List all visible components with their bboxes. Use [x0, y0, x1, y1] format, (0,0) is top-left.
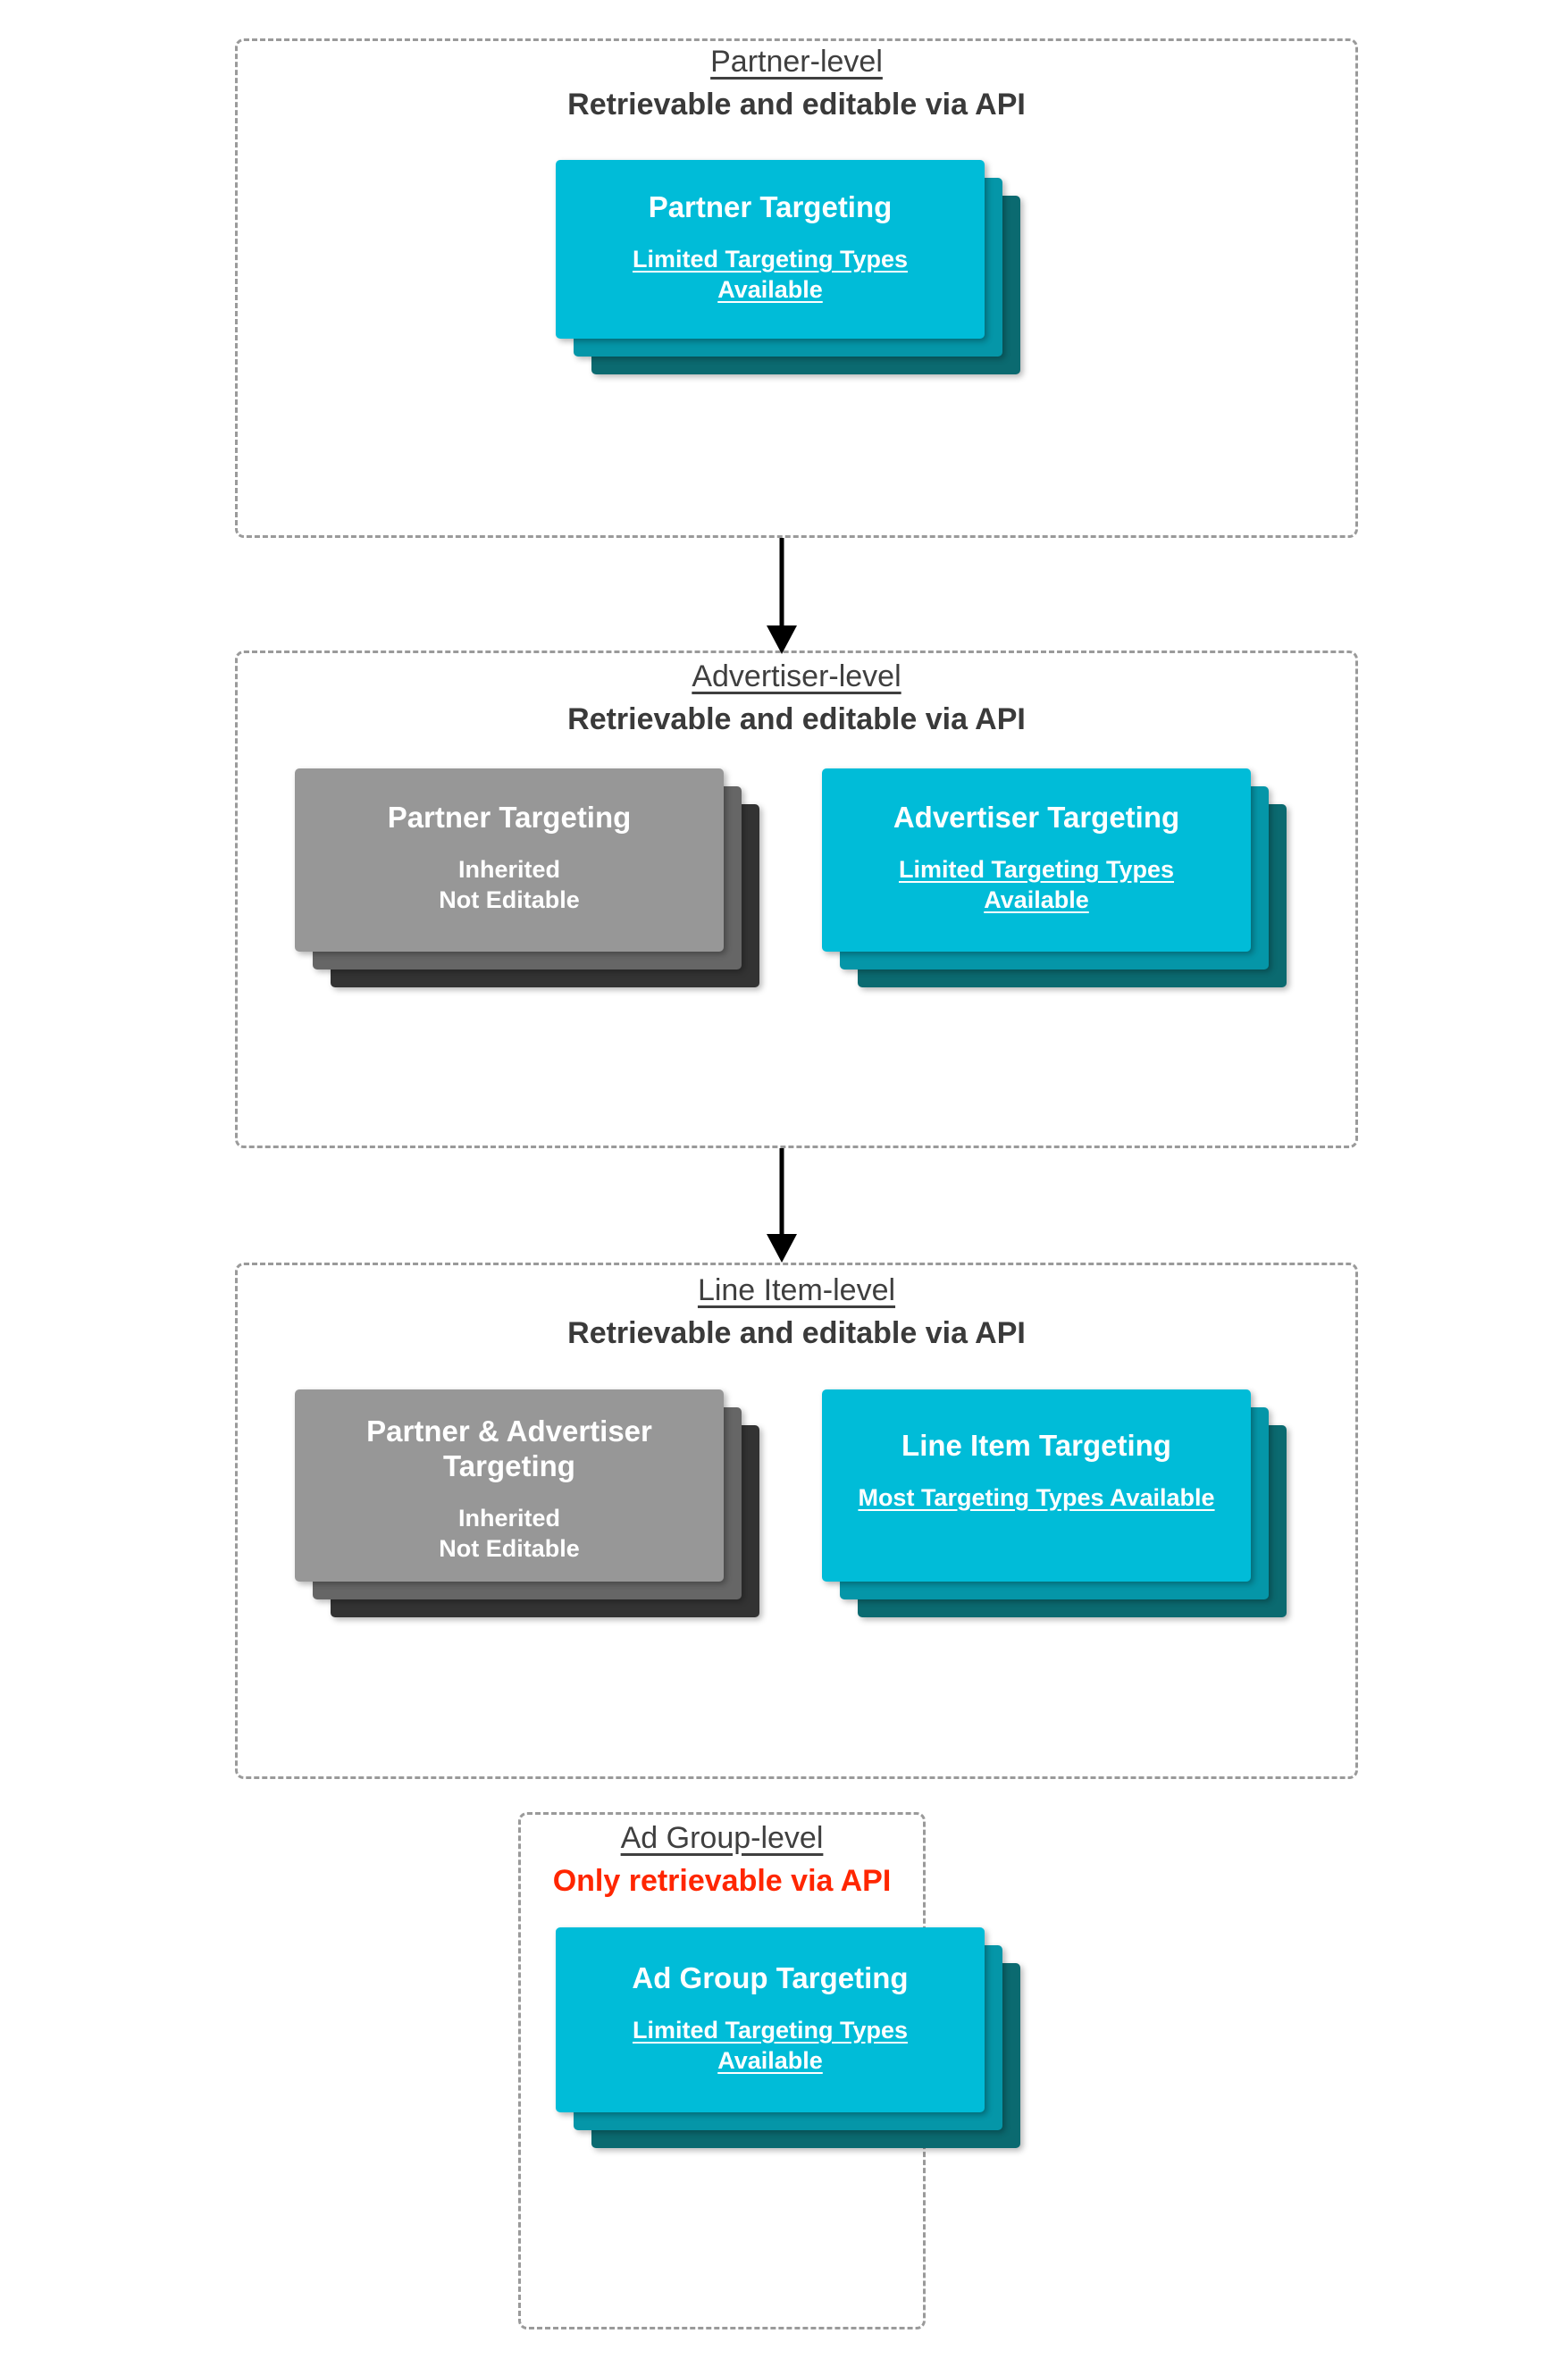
- card-body: Partner Targeting Inherited Not Editable: [295, 801, 724, 915]
- level-api-note-partner: Retrievable and editable via API: [567, 88, 1026, 122]
- card-partner-targeting[interactable]: Partner Targeting Limited Targeting Type…: [556, 160, 985, 339]
- level-api-note-ad-group: Only retrievable via API: [552, 1864, 892, 1898]
- arrow-head-icon: [767, 625, 797, 654]
- card-title: Ad Group Targeting: [632, 1961, 909, 1994]
- card-ad-group-targeting[interactable]: Ad Group Targeting Limited Targeting Typ…: [556, 1927, 985, 2112]
- card-title: Line Item Targeting: [901, 1429, 1171, 1462]
- level-name-partner: Partner-level: [710, 45, 883, 79]
- card-title: Advertiser Targeting: [893, 801, 1180, 834]
- level-box-line-item: [235, 1263, 1358, 1779]
- card-stack-line-item-targeting: Line Item Targeting Most Targeting Types…: [822, 1389, 1304, 1658]
- card-inherited-partner-targeting[interactable]: Partner Targeting Inherited Not Editable: [295, 768, 724, 952]
- arrow-partner-to-advertiser: [766, 538, 798, 654]
- level-heading-line-item: Line Item-level Retrievable and editable…: [235, 1275, 1358, 1348]
- card-subtitle: Limited Targeting Types Available: [632, 2016, 909, 2074]
- card-body: Partner & Advertiser Targeting Inherited…: [295, 1414, 724, 1564]
- card-stack-advertiser-targeting: Advertiser Targeting Limited Targeting T…: [822, 768, 1304, 1028]
- level-name-ad-group: Ad Group-level: [620, 1821, 824, 1855]
- card-inherited-partner-advertiser-targeting[interactable]: Partner & Advertiser Targeting Inherited…: [295, 1389, 724, 1582]
- level-heading-partner: Partner-level Retrievable and editable v…: [235, 46, 1358, 120]
- level-api-note-advertiser: Retrievable and editable via API: [567, 702, 1026, 736]
- card-body: Advertiser Targeting Limited Targeting T…: [822, 801, 1251, 915]
- card-subtitle: Most Targeting Types Available: [858, 1483, 1215, 1511]
- card-subtitle: Limited Targeting Types Available: [898, 855, 1175, 913]
- level-heading-ad-group: Ad Group-level Only retrievable via API: [518, 1823, 926, 1896]
- card-stack-advertiser-inherited: Partner Targeting Inherited Not Editable: [295, 768, 777, 1028]
- card-advertiser-targeting[interactable]: Advertiser Targeting Limited Targeting T…: [822, 768, 1251, 952]
- arrow-advertiser-to-line-item: [766, 1148, 798, 1263]
- card-title: Partner Targeting: [387, 801, 632, 834]
- card-subtitle: Inherited Not Editable: [439, 855, 580, 913]
- arrow-shaft: [779, 538, 784, 627]
- card-subtitle: Limited Targeting Types Available: [632, 245, 909, 303]
- card-line-item-targeting[interactable]: Line Item Targeting Most Targeting Types…: [822, 1389, 1251, 1582]
- level-api-note-line-item: Retrievable and editable via API: [567, 1316, 1026, 1350]
- card-body: Ad Group Targeting Limited Targeting Typ…: [556, 1961, 985, 2076]
- card-stack-line-item-inherited: Partner & Advertiser Targeting Inherited…: [295, 1389, 777, 1658]
- level-name-line-item: Line Item-level: [697, 1273, 896, 1307]
- level-heading-advertiser: Advertiser-level Retrievable and editabl…: [235, 661, 1358, 734]
- card-stack-partner-targeting: Partner Targeting Limited Targeting Type…: [556, 160, 1038, 410]
- arrow-head-icon: [767, 1234, 797, 1263]
- arrow-shaft: [779, 1148, 784, 1236]
- card-title: Partner & Advertiser Targeting: [366, 1414, 652, 1482]
- card-body: Line Item Targeting Most Targeting Types…: [822, 1429, 1251, 1514]
- card-title: Partner Targeting: [648, 190, 893, 223]
- level-box-partner: [235, 38, 1358, 538]
- level-name-advertiser: Advertiser-level: [692, 659, 901, 693]
- card-subtitle: Inherited Not Editable: [439, 1504, 580, 1562]
- card-stack-ad-group-targeting: Ad Group Targeting Limited Targeting Typ…: [556, 1927, 1038, 2187]
- card-body: Partner Targeting Limited Targeting Type…: [556, 190, 985, 305]
